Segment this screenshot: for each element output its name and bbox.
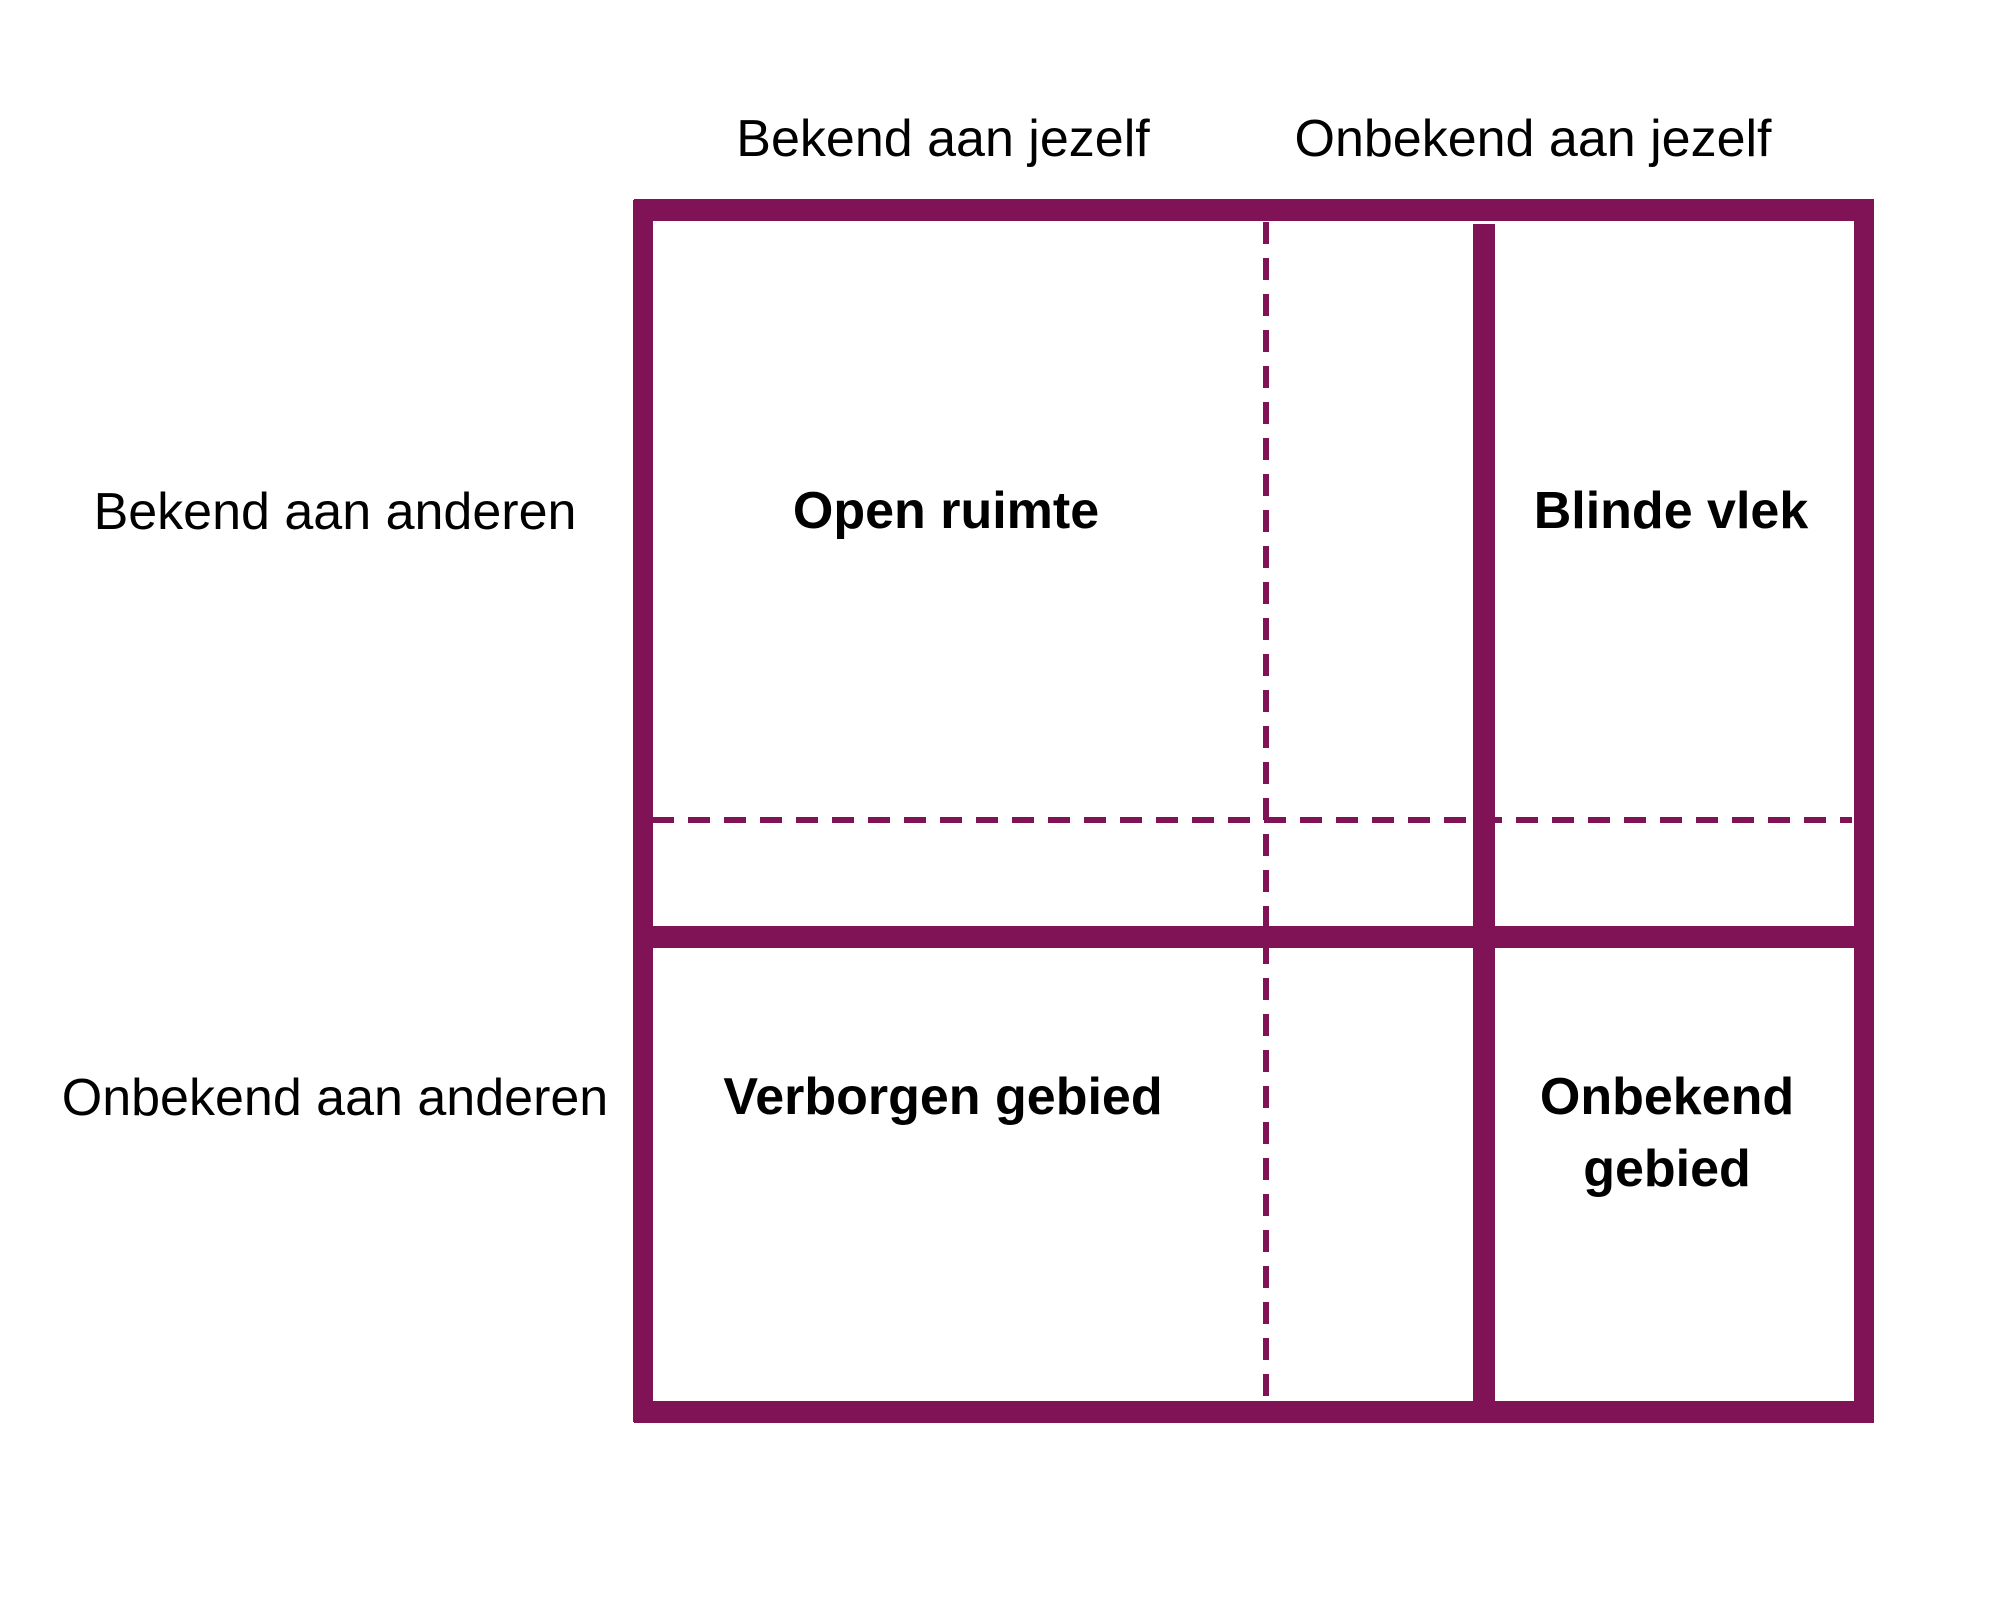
quadrant-open-area-title: Open ruimte <box>792 482 1100 540</box>
quadrant-blind-spot-title: Blinde vlek <box>1533 482 1809 540</box>
row-header-known-to-others: Bekend aan anderen <box>93 483 577 541</box>
row-header-unknown-to-others: Onbekend aan anderen <box>61 1069 609 1127</box>
quadrant-hidden-area-title: Verborgen gebied <box>723 1068 1163 1126</box>
quadrant-unknown-line-1: Onbekend <box>1539 1068 1795 1126</box>
column-header-unknown-to-self: Onbekend aan jezelf <box>1294 110 1772 168</box>
quadrant-unknown-line-2: gebied <box>1583 1140 1751 1198</box>
quadrant-unknown-area-title: Onbekend gebied <box>1540 1061 1794 1205</box>
column-header-known-to-self: Bekend aan jezelf <box>736 110 1150 168</box>
